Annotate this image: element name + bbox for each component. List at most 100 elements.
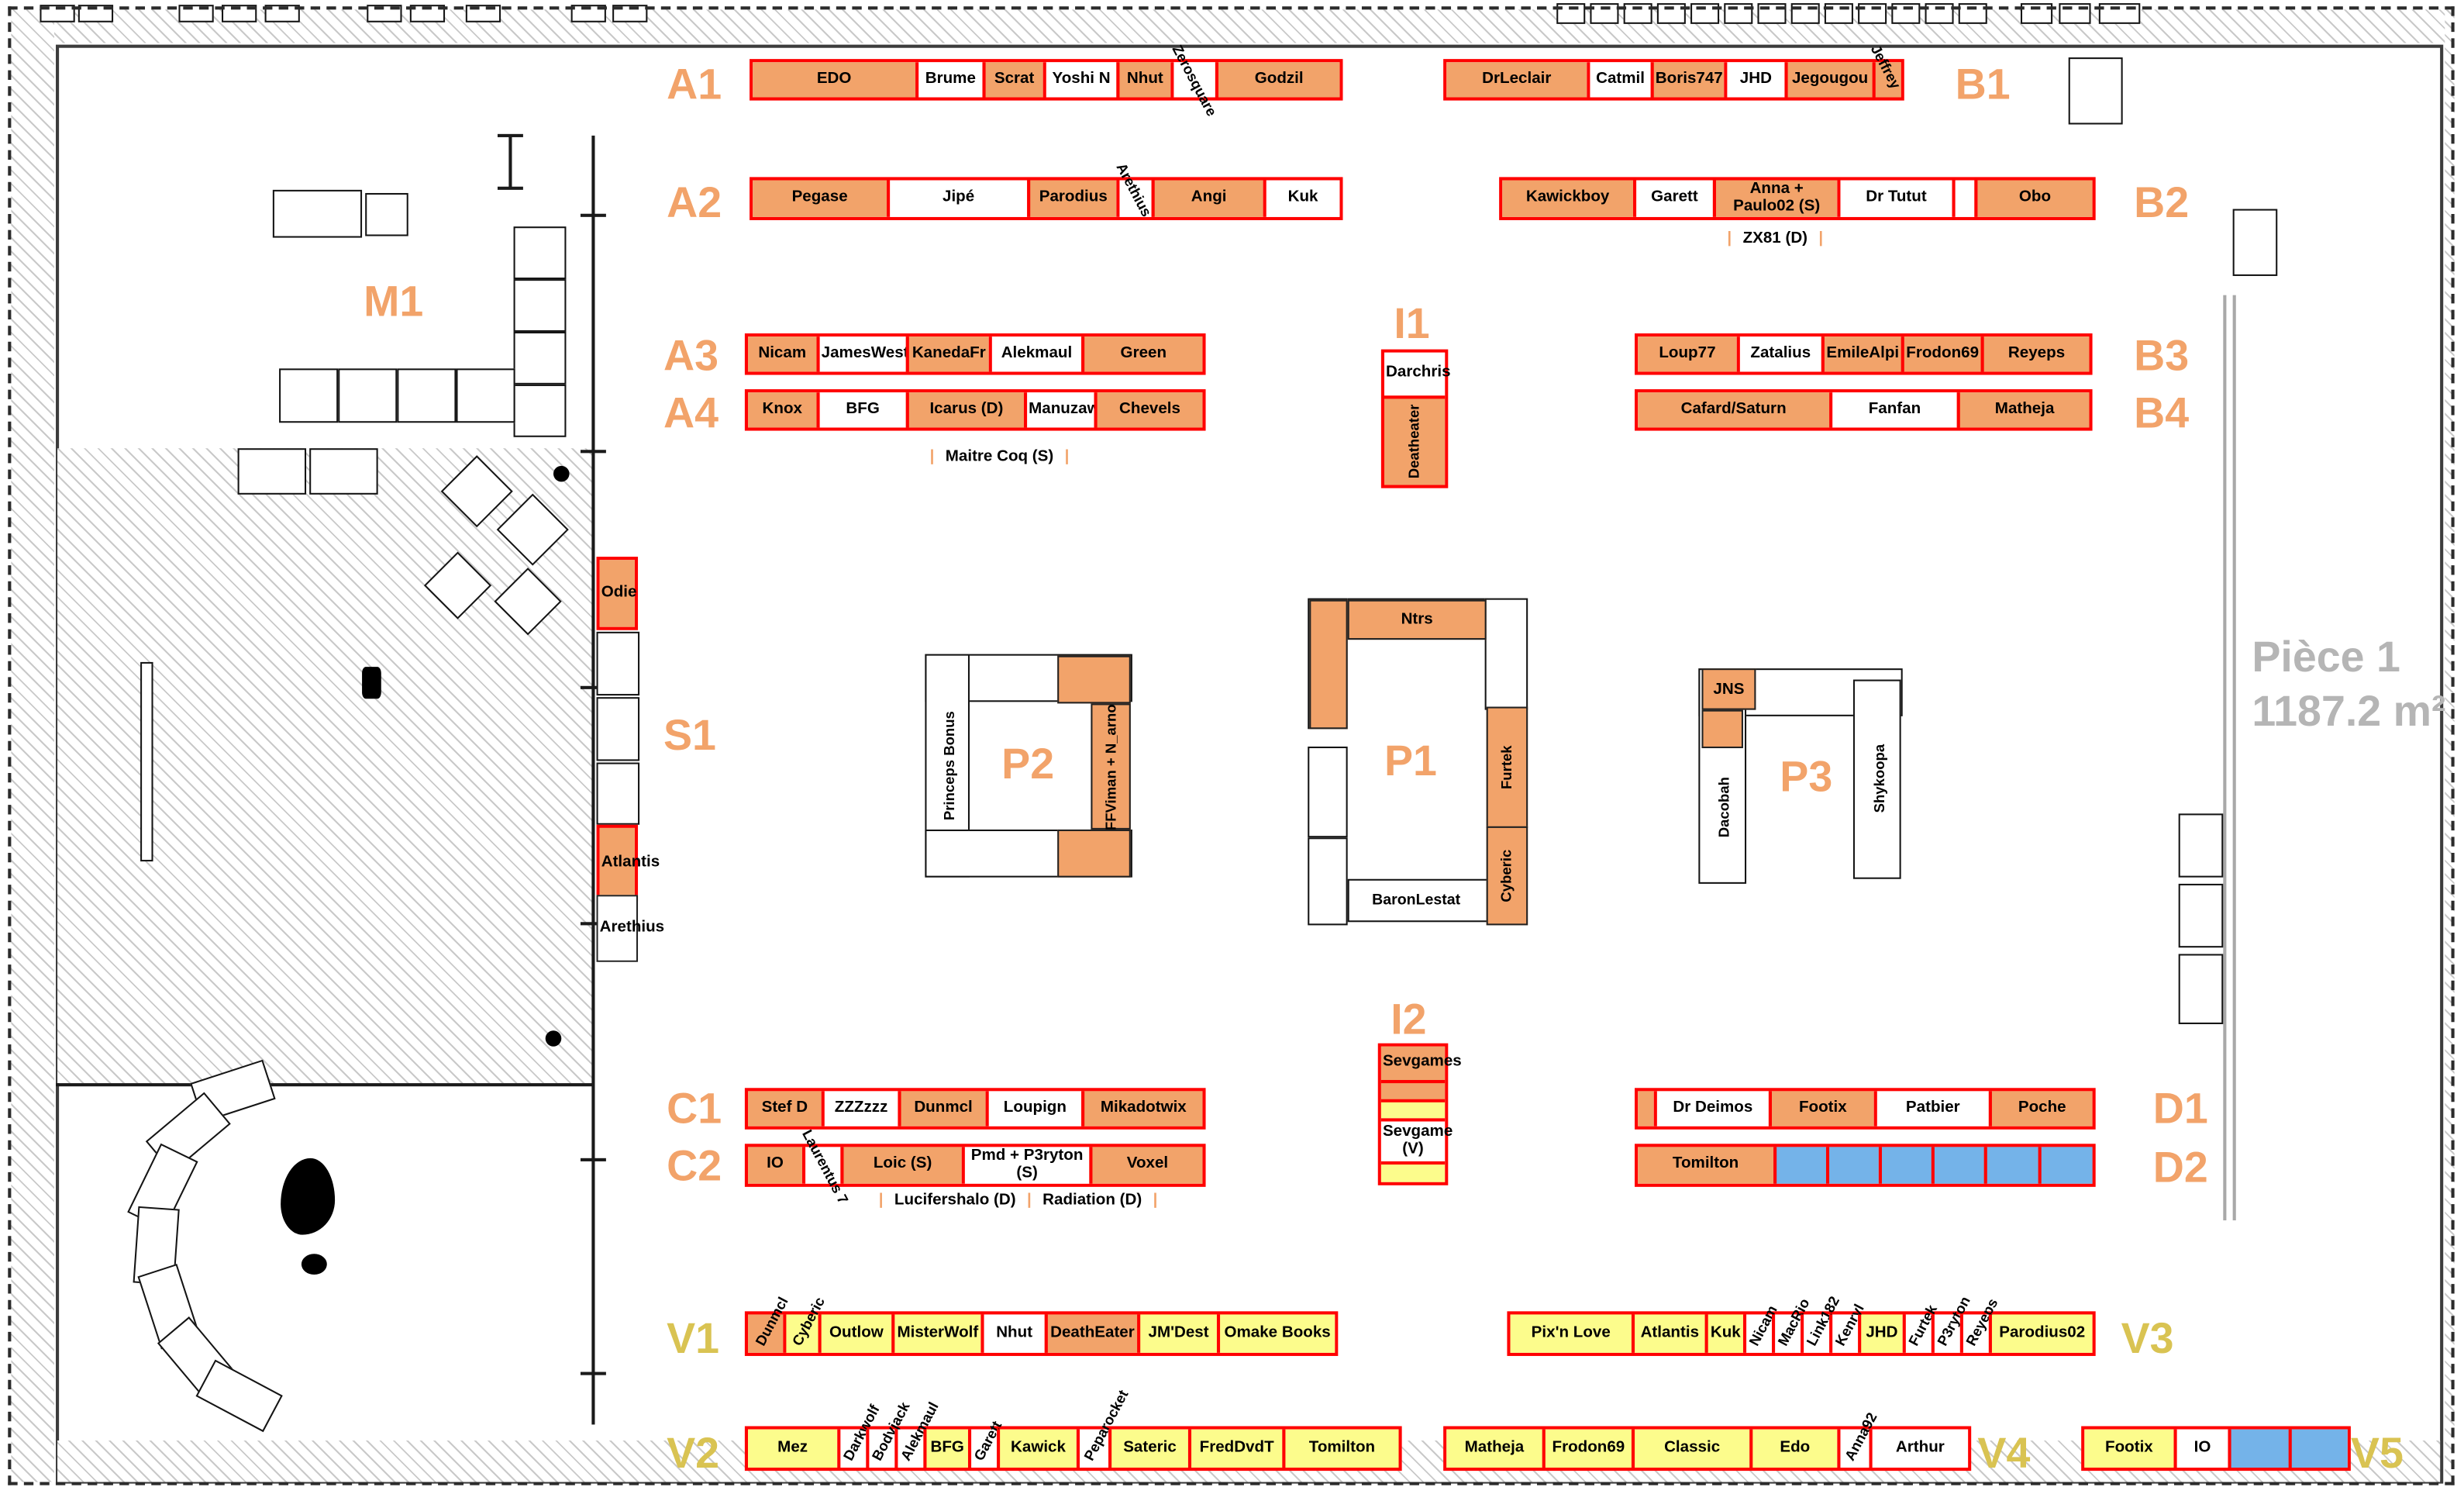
seat-nicam[interactable]: Nicam	[748, 336, 817, 372]
seat-kuk[interactable]: Kuk	[1263, 180, 1340, 217]
seat-tomilton[interactable]: Tomilton	[1638, 1147, 1774, 1184]
seat-patbier[interactable]: Patbier	[1873, 1091, 1989, 1127]
seat-kanedafr[interactable]: KanedaFr	[905, 336, 989, 372]
seat-empty[interactable]	[1380, 1161, 1446, 1182]
seat-classic[interactable]: Classic	[1631, 1429, 1750, 1468]
seat-jip-[interactable]: Jipé	[887, 180, 1028, 217]
seat-empty[interactable]	[2228, 1429, 2289, 1468]
seat-godzil[interactable]: Godzil	[1215, 62, 1340, 98]
seat-drleclair[interactable]: DrLeclair	[1446, 62, 1587, 98]
seat-dunmcl[interactable]: Dunmcl	[748, 1294, 791, 1353]
seat-odie[interactable]: Odie	[599, 560, 636, 627]
seat-nhut[interactable]: Nhut	[1116, 62, 1171, 98]
pod-P3-seat-empty[interactable]	[1701, 709, 1743, 749]
seat-sevgame-v-[interactable]: Sevgame (V)	[1380, 1118, 1453, 1161]
seat-anna-paulo02-s-[interactable]: Anna + Paulo02 (S)	[1712, 180, 1838, 217]
seat-empty[interactable]	[1878, 1147, 1932, 1184]
seat-bfg[interactable]: BFG	[923, 1429, 968, 1468]
seat-footix[interactable]: Footix	[1768, 1091, 1874, 1127]
seat-empty[interactable]	[1638, 1091, 1654, 1127]
pod-P2-seat-ffviman-n-arno[interactable]: FFViman + N_arno	[1091, 703, 1131, 830]
seat-zerosquare[interactable]: Zerosquare	[1170, 43, 1221, 119]
seat-matheja[interactable]: Matheja	[1956, 392, 2090, 428]
seat-brume[interactable]: Brume	[915, 62, 983, 98]
seat-icarus-d-[interactable]: Icarus (D)	[905, 392, 1024, 428]
seat-green[interactable]: Green	[1081, 336, 1203, 372]
seat-fanfan[interactable]: Fanfan	[1829, 392, 1957, 428]
seat-furtek[interactable]: Furtek	[1902, 1302, 1940, 1353]
seat-reyeps[interactable]: Reyeps	[1959, 1295, 2000, 1353]
seat-frodon69[interactable]: Frodon69	[1901, 336, 1981, 372]
seat-loupign[interactable]: Loupign	[985, 1091, 1082, 1127]
seat-jm-dest[interactable]: JM'Dest	[1137, 1314, 1217, 1353]
seat-obo[interactable]: Obo	[1974, 180, 2093, 217]
seat-deatheater[interactable]: Deatheater	[1384, 395, 1446, 485]
seat-dunmcl[interactable]: Dunmcl	[898, 1091, 986, 1127]
seat-matheja[interactable]: Matheja	[1446, 1429, 1542, 1468]
seat-jameswest[interactable]: JamesWest	[816, 336, 909, 372]
seat-atlantis[interactable]: Atlantis	[1631, 1314, 1705, 1353]
seat-p3ryton[interactable]: P3ryton	[1931, 1293, 1973, 1353]
seat-bfg[interactable]: BFG	[816, 392, 906, 428]
seat-pix-n-love[interactable]: Pix'n Love	[1510, 1314, 1632, 1353]
seat-parodius02[interactable]: Parodius02	[1988, 1314, 2093, 1353]
seat-zatalius[interactable]: Zatalius	[1736, 336, 1821, 372]
seat-voxel[interactable]: Voxel	[1089, 1147, 1203, 1184]
pod-P1-seat-ntrs[interactable]: Ntrs	[1347, 599, 1487, 640]
seat-kuk[interactable]: Kuk	[1704, 1314, 1743, 1353]
seat-freddvdt[interactable]: FredDvdT	[1187, 1429, 1283, 1468]
seat-mikadotwix[interactable]: Mikadotwix	[1081, 1091, 1203, 1127]
seat-tomilton[interactable]: Tomilton	[1282, 1429, 1399, 1468]
seat-garett[interactable]: Garett	[967, 1418, 1005, 1468]
seat-empty[interactable]	[2288, 1429, 2348, 1468]
seat-zzzzzz[interactable]: ZZZzzz	[821, 1091, 898, 1127]
seat-darkwolf[interactable]: Darkwolf	[837, 1402, 882, 1468]
seat-jhd[interactable]: JHD	[1724, 62, 1785, 98]
seat-footix[interactable]: Footix	[2084, 1429, 2174, 1468]
seat-loup77[interactable]: Loup77	[1638, 336, 1737, 372]
seat-scrat[interactable]: Scrat	[982, 62, 1043, 98]
seat-arthur[interactable]: Arthur	[1869, 1429, 1969, 1468]
seat-cafard-saturn[interactable]: Cafard/Saturn	[1638, 392, 1830, 428]
seat-alekmaul[interactable]: Alekmaul	[894, 1399, 941, 1468]
seat-sateric[interactable]: Sateric	[1108, 1429, 1188, 1468]
seat-arethius[interactable]: Arethius	[1113, 160, 1154, 219]
seat-pegase[interactable]: Pegase	[753, 180, 887, 217]
seat-angi[interactable]: Angi	[1151, 180, 1263, 217]
seat-jhd[interactable]: JHD	[1858, 1314, 1903, 1353]
seat-empty[interactable]	[1380, 1099, 1446, 1119]
seat-jegougou[interactable]: Jegougou	[1784, 62, 1873, 98]
seat-empty[interactable]	[2038, 1147, 2093, 1184]
seat-manuzawa[interactable]: Manuzawa	[1023, 392, 1108, 428]
pod-P1-seat-cyberic[interactable]: Cyberic	[1486, 826, 1528, 926]
seat-peparocket[interactable]: Peparocket	[1076, 1387, 1131, 1468]
seat-loic-s-[interactable]: Loic (S)	[840, 1147, 962, 1184]
seat-mez[interactable]: Mez	[748, 1429, 838, 1468]
seat-anna92[interactable]: Anna92	[1837, 1409, 1880, 1468]
seat-stef-d[interactable]: Stef D	[748, 1091, 822, 1127]
seat-catmil[interactable]: Catmil	[1587, 62, 1651, 98]
seat-misterwolf[interactable]: MisterWolf	[891, 1314, 981, 1353]
seat-empty[interactable]	[1825, 1147, 1879, 1184]
seat-edo[interactable]: EDO	[753, 62, 916, 98]
seat-omake-books[interactable]: Omake Books	[1216, 1314, 1335, 1353]
seat-pmd-p3ryton-s-[interactable]: Pmd + P3ryton (S)	[961, 1147, 1090, 1184]
seat-kawick[interactable]: Kawick	[997, 1429, 1077, 1468]
seat-knox[interactable]: Knox	[748, 392, 817, 428]
seat-empty[interactable]	[1380, 1079, 1446, 1099]
pod-P3-seat-jns[interactable]: JNS	[1701, 668, 1756, 710]
seat-io[interactable]: IO	[2173, 1429, 2228, 1468]
seat-kenryl[interactable]: Kenryl	[1829, 1301, 1867, 1353]
seat-yoshi-n[interactable]: Yoshi N	[1042, 62, 1117, 98]
seat-laurentus-7[interactable]: Laurentus 7	[800, 1127, 852, 1206]
seat-parodius[interactable]: Parodius	[1027, 180, 1117, 217]
seat-arethius[interactable]: Arethius	[598, 896, 664, 961]
seat-darchris[interactable]: Darchris	[1384, 352, 1451, 396]
pod-P1-seat-furtek[interactable]: Furtek	[1486, 706, 1528, 828]
seat-poche[interactable]: Poche	[1988, 1091, 2093, 1127]
seat-empty[interactable]	[1983, 1147, 2038, 1184]
seat-jeffrey[interactable]: Jeffrey	[1868, 43, 1904, 98]
seat-alekmaul[interactable]: Alekmaul	[988, 336, 1082, 372]
seat-garett[interactable]: Garett	[1632, 180, 1713, 217]
seat-boris747[interactable]: Boris747	[1650, 62, 1725, 98]
